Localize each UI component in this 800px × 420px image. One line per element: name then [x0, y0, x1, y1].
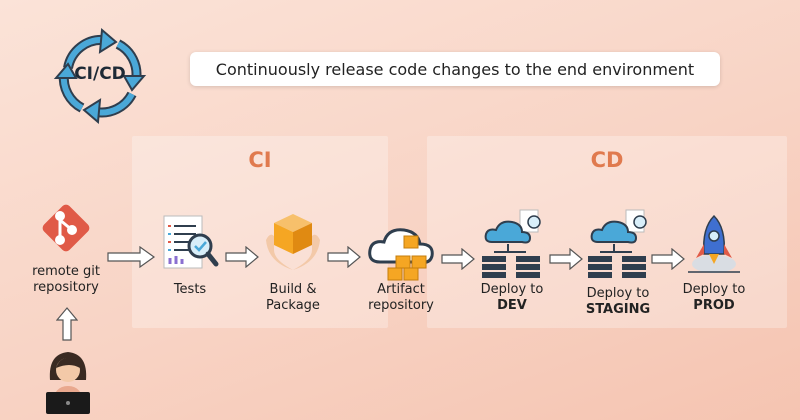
tests-label-line1: Tests [173, 282, 207, 297]
up-arrow-icon [56, 307, 78, 341]
cicd-logo: CI/CD [48, 27, 152, 125]
repo-label-line1: remote git [32, 264, 100, 279]
build-label: Build & Package [250, 282, 336, 314]
dev-label: Deploy to DEV [466, 282, 558, 314]
artifact-label: Artifact repository [356, 282, 446, 314]
build-label-line1: Build & [269, 282, 317, 297]
cycle-arrows-icon [53, 27, 147, 125]
rocket-icon [684, 214, 744, 276]
staging-label-line1: Deploy to [586, 286, 650, 301]
artifact-icon [366, 222, 436, 282]
tests-label: Tests [150, 282, 230, 298]
staging-label: Deploy to STAGING [570, 286, 666, 318]
build-label-line2: Package [266, 298, 320, 313]
artifact-label-line2: repository [368, 298, 434, 313]
staging-server-icon [586, 208, 652, 280]
repo-label-line2: repository [33, 280, 99, 295]
staging-label-line2: STAGING [585, 302, 651, 317]
prod-label-line2: PROD [693, 298, 735, 313]
git-icon [38, 200, 94, 256]
artifact-label-line1: Artifact [377, 282, 425, 297]
arrow-right-icon [107, 246, 156, 268]
dev-label-line2: DEV [497, 298, 527, 313]
ci-title: CI [248, 148, 272, 172]
cd-title: CD [590, 148, 624, 172]
prod-label: Deploy to PROD [670, 282, 758, 314]
package-icon [262, 210, 324, 274]
banner: Continuously release code changes to the… [190, 52, 720, 86]
arrow-right-icon [441, 248, 475, 270]
logo-text: CI/CD [74, 64, 126, 84]
dev-server-icon [480, 208, 546, 280]
dev-label-line1: Deploy to [480, 282, 544, 297]
developer-avatar [40, 346, 96, 416]
tests-icon [160, 212, 222, 276]
arrow-right-icon [651, 248, 685, 270]
repo-label: remote git repository [20, 264, 112, 296]
arrow-right-icon [549, 248, 583, 270]
prod-label-line1: Deploy to [682, 282, 746, 297]
arrow-right-icon [225, 246, 259, 268]
arrow-right-icon [327, 246, 361, 268]
